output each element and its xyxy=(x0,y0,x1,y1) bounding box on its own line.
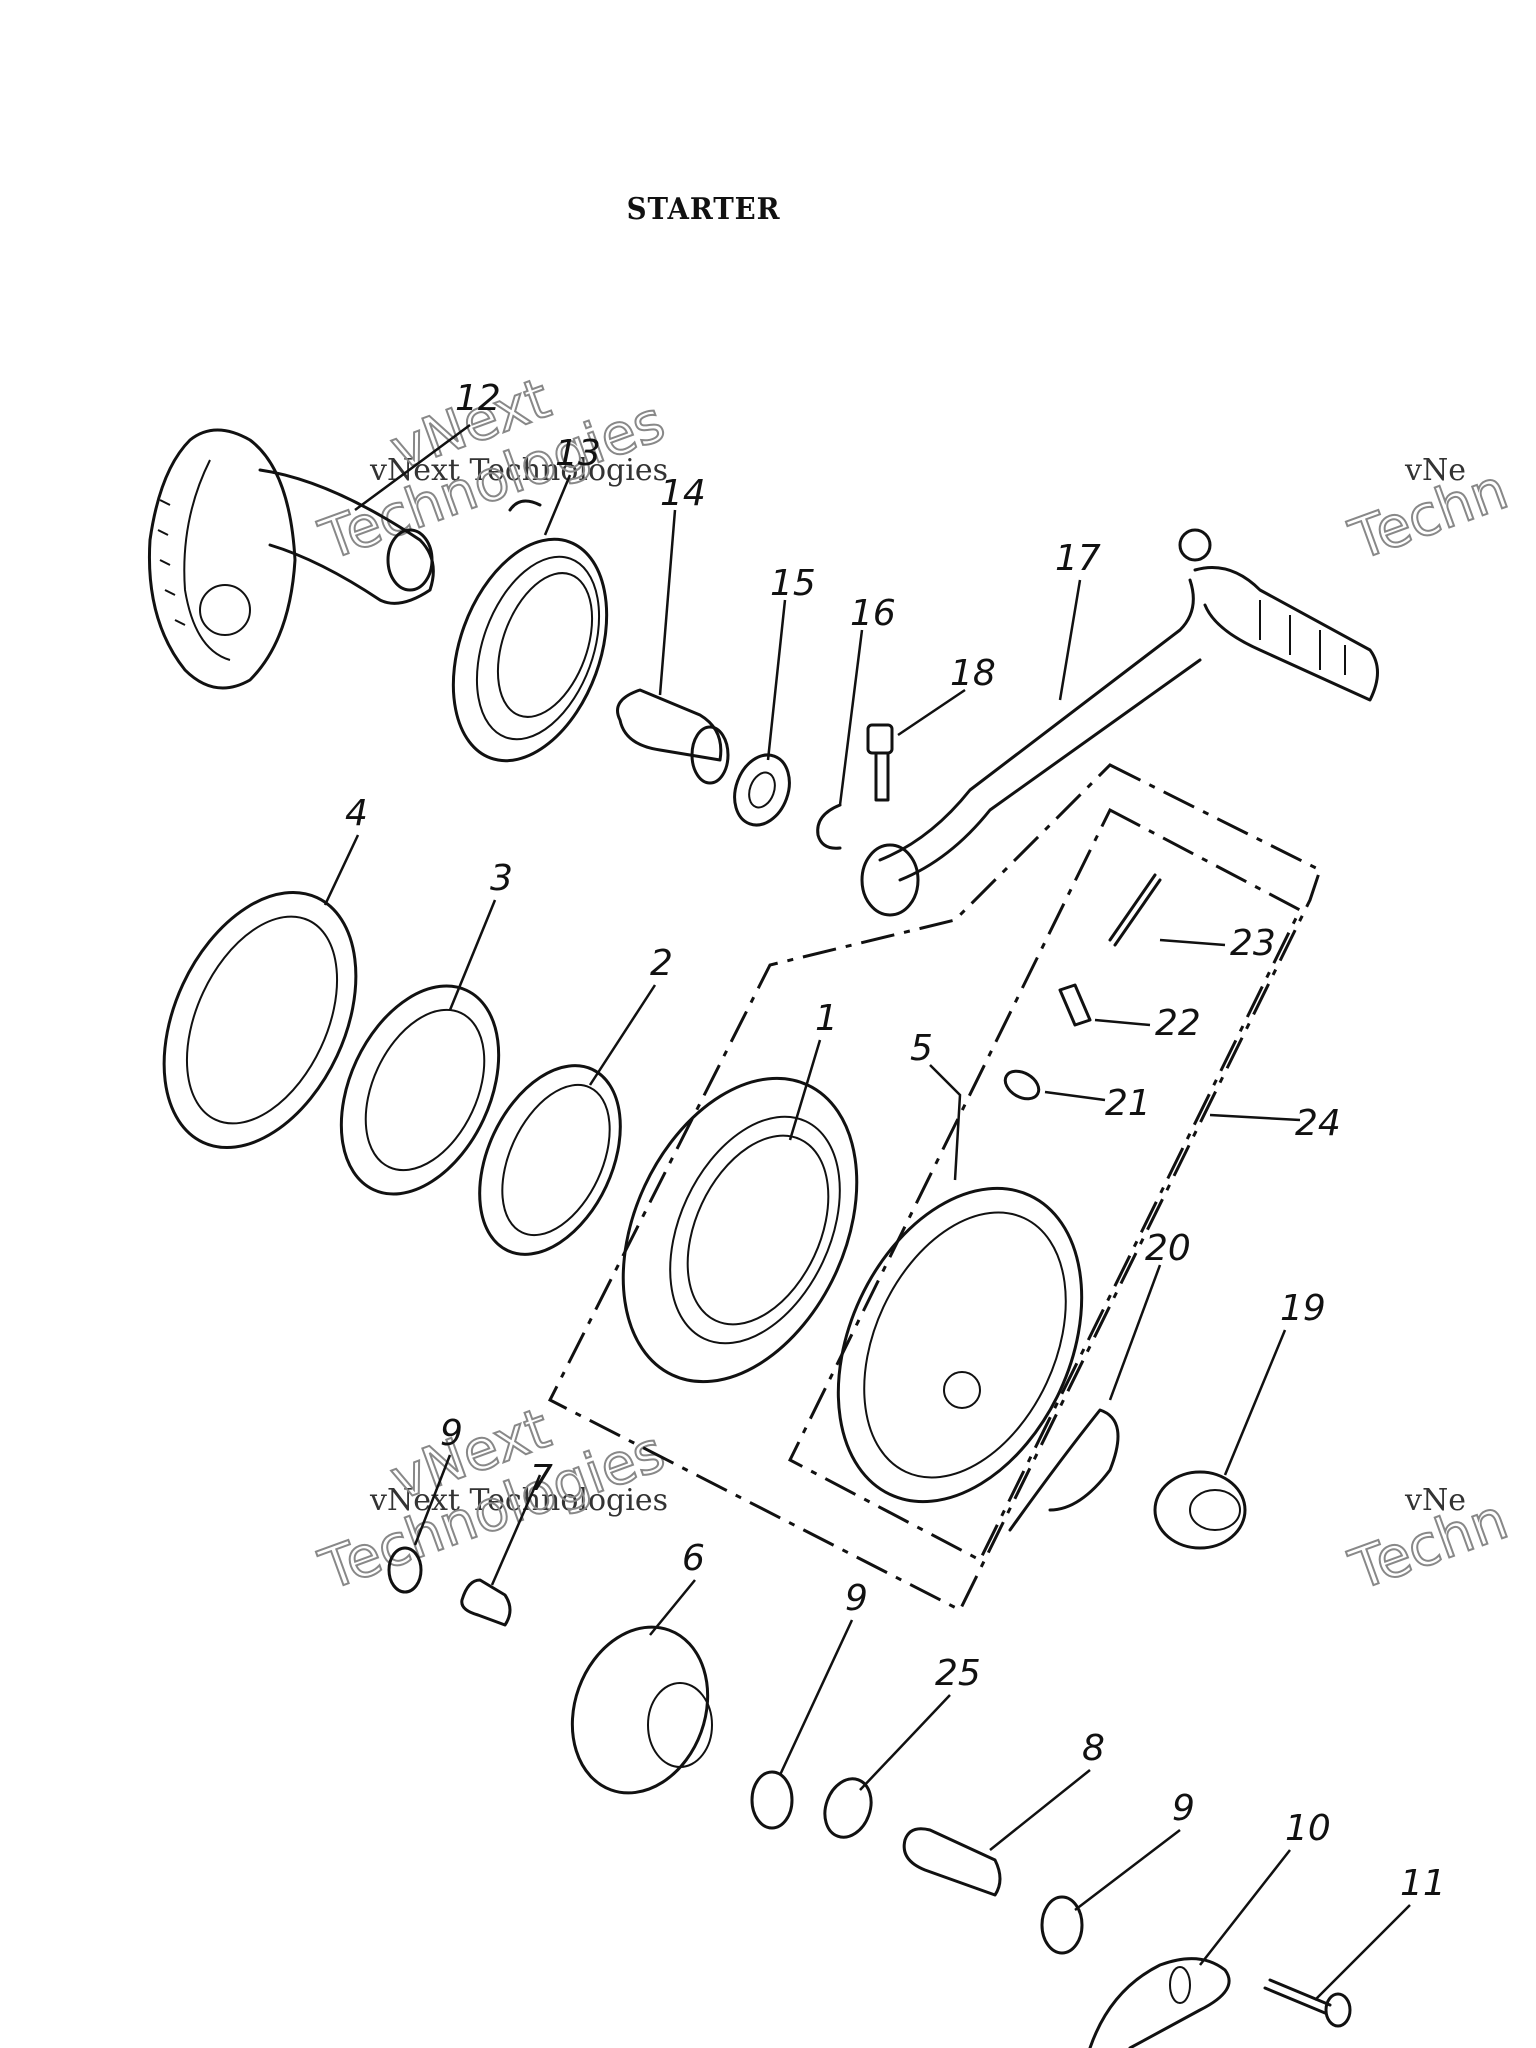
callout-21: 21 xyxy=(1105,1083,1151,1124)
callout-18: 18 xyxy=(950,653,996,694)
callout-15: 15 xyxy=(770,563,816,604)
part-6-idler-gear xyxy=(570,1625,713,1795)
callout-22: 22 xyxy=(1155,1003,1201,1044)
part-11-screw xyxy=(1263,1978,1352,2028)
diagram-title: STARTER xyxy=(626,192,781,227)
callout-2: 2 xyxy=(650,943,673,984)
part-23-spring xyxy=(1108,873,1162,947)
part-16-circlip xyxy=(816,803,842,850)
callout-9a: 9 xyxy=(440,1413,463,1454)
svg-text:vNe: vNe xyxy=(1404,1483,1466,1518)
inner-boundary-outline xyxy=(788,807,1302,1563)
callout-7: 7 xyxy=(530,1458,553,1499)
svg-text:vNe: vNe xyxy=(1404,453,1466,488)
callout-13: 13 xyxy=(555,433,601,474)
svg-text:vNext Technologies: vNext Technologies xyxy=(369,1483,668,1518)
callout-11: 11 xyxy=(1400,1863,1446,1904)
part-9-washer-c xyxy=(1040,1895,1084,1955)
callout-10: 10 xyxy=(1285,1808,1331,1849)
svg-text:vNext Technologies: vNext Technologies xyxy=(369,453,668,488)
part-9-washer-b xyxy=(750,1770,794,1830)
callout-8: 8 xyxy=(1082,1728,1105,1769)
part-22-pin xyxy=(1058,983,1092,1027)
part-25-washer xyxy=(823,1777,873,1839)
callout-4: 4 xyxy=(345,793,368,834)
part-7-roller xyxy=(460,1578,512,1627)
callout-9b: 9 xyxy=(845,1578,868,1619)
part-12-kick-spindle xyxy=(147,428,435,690)
leader-lines xyxy=(323,423,1411,2001)
watermark-top-right: vNe Techn xyxy=(1341,453,1517,574)
callout-1: 1 xyxy=(815,998,838,1039)
part-5-kick-gear xyxy=(836,1186,1084,1504)
callout-14: 14 xyxy=(660,473,706,514)
part-8-shaft xyxy=(902,1827,1002,1897)
part-17-kick-lever xyxy=(860,528,1379,917)
watermark-bottom-right: vNe Techn xyxy=(1341,1483,1517,1604)
callout-23: 23 xyxy=(1230,923,1276,964)
part-2-needle-bearing xyxy=(478,1064,622,1256)
part-10-plate xyxy=(1088,1957,1231,2048)
callout-24: 24 xyxy=(1295,1103,1341,1144)
part-24-boundary-outline xyxy=(547,763,1322,1613)
callout-6: 6 xyxy=(682,1538,705,1579)
part-1-ratchet-gear xyxy=(621,1076,859,1384)
callout-25: 25 xyxy=(935,1653,981,1694)
callout-17: 17 xyxy=(1055,538,1101,579)
callout-9c: 9 xyxy=(1172,1788,1195,1829)
callout-5: 5 xyxy=(910,1028,933,1069)
part-21-cap xyxy=(1003,1069,1041,1101)
part-15-washer xyxy=(733,753,791,827)
callout-19: 19 xyxy=(1280,1288,1326,1329)
callout-20: 20 xyxy=(1145,1228,1191,1269)
watermark-bottom-left: vNext Technologies vNext Technologies xyxy=(311,1395,674,1604)
part-19-nut xyxy=(1153,1470,1247,1550)
part-4-ring xyxy=(162,890,358,1150)
part-14-collar xyxy=(616,688,730,785)
part-18-bolt xyxy=(866,723,894,802)
part-9-washer-a xyxy=(387,1546,423,1594)
callout-12: 12 xyxy=(455,378,501,419)
part-20-spring xyxy=(1008,1408,1120,1532)
part-13-spring xyxy=(451,499,609,763)
part-3-bearing-race xyxy=(339,984,501,1196)
callout-labels: 12 13 14 15 16 18 17 4 3 2 1 5 23 22 21 … xyxy=(345,378,1446,1904)
callout-16: 16 xyxy=(850,593,896,634)
callout-3: 3 xyxy=(490,858,513,899)
